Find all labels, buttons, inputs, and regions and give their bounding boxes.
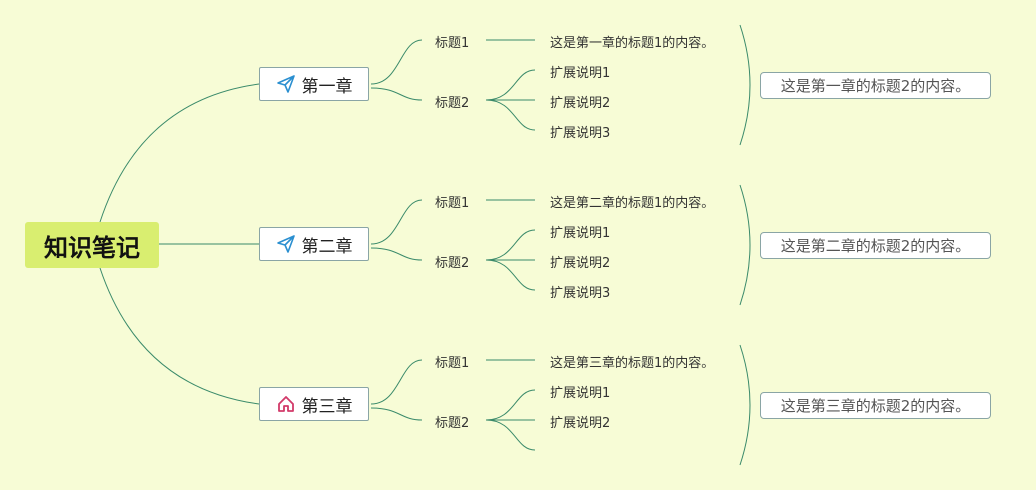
chapter-3-topic-2[interactable]: 标题2: [435, 416, 470, 431]
summary-brace-1: [739, 24, 751, 146]
chapter-3-summary[interactable]: 这是第三章的标题2的内容。: [760, 392, 991, 419]
chapter-1-summary[interactable]: 这是第一章的标题2的内容。: [760, 72, 991, 99]
chapter-2-label: 第二章: [301, 236, 353, 257]
root-to-chapter-3: [99, 267, 260, 405]
chapter-3-topic-2-item-2[interactable]: 扩展说明2: [550, 416, 611, 431]
summary-brace-2: [739, 184, 751, 306]
chapter-3-topic-1-content[interactable]: 这是第三章的标题1的内容。: [550, 356, 715, 371]
chapter-2-topic-2-item-2[interactable]: 扩展说明2: [550, 256, 611, 271]
home-icon: [276, 394, 296, 414]
chapter-2-topic-2-item-3[interactable]: 扩展说明3: [550, 286, 611, 301]
paper-plane-icon: [276, 234, 296, 254]
chapter-2-summary[interactable]: 这是第二章的标题2的内容。: [760, 232, 991, 259]
root-topic[interactable]: 知识笔记: [25, 222, 159, 268]
chapter-2-topic-2-item-1[interactable]: 扩展说明1: [550, 226, 611, 241]
chapter-1-node[interactable]: 第一章: [259, 67, 369, 101]
chapter-1-topic-1[interactable]: 标题1: [435, 36, 470, 51]
chapter-1-topic-2-item-1[interactable]: 扩展说明1: [550, 66, 611, 81]
chapter-3-node[interactable]: 第三章: [259, 387, 369, 421]
chapter-2-topic-2[interactable]: 标题2: [435, 256, 470, 271]
chapter-2-topic-1[interactable]: 标题1: [435, 196, 470, 211]
chapter-3-topic-1[interactable]: 标题1: [435, 356, 470, 371]
paper-plane-icon: [276, 74, 296, 94]
chapter-1-topic-1-content[interactable]: 这是第一章的标题1的内容。: [550, 36, 715, 51]
chapter-2-topic-1-content[interactable]: 这是第二章的标题1的内容。: [550, 196, 715, 211]
chapter-1-topic-2[interactable]: 标题2: [435, 96, 470, 111]
chapter-1-topic-2-item-2[interactable]: 扩展说明2: [550, 96, 611, 111]
chapter-1-topic-2-item-3[interactable]: 扩展说明3: [550, 126, 611, 141]
chapter-1-label: 第一章: [301, 76, 353, 97]
chapter-3-topic-2-item-1[interactable]: 扩展说明1: [550, 386, 611, 401]
root-to-chapter-1: [99, 83, 260, 223]
summary-brace-3: [739, 344, 751, 466]
chapter-3-label: 第三章: [301, 396, 353, 417]
chapter-2-node[interactable]: 第二章: [259, 227, 369, 261]
